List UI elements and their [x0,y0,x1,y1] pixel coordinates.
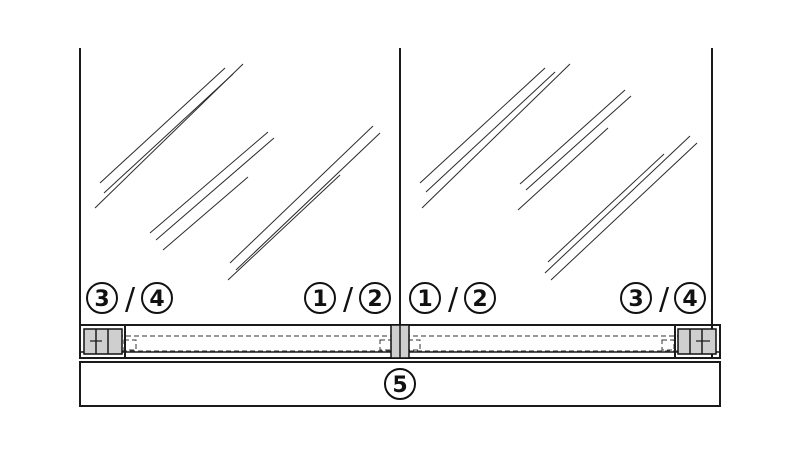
callout-left-3: 3 [94,287,109,312]
callout-left-separator: / [125,282,136,317]
callout-left-center-2: 2 [367,287,382,312]
callout-right-4: 4 [682,287,697,312]
callout-5: 5 [392,373,407,398]
callout-right-center-separator: / [448,282,459,317]
callout-right-center-1-2: 1 / 2 [409,282,496,317]
floor-guide [79,361,721,407]
left-end-fitting [79,324,126,359]
door-frame [79,48,713,358]
left-glass-panel-reflection [94,63,381,281]
callout-left-center-1: 1 [312,287,327,312]
callout-right-separator: / [659,282,670,317]
callout-left-center-separator: / [343,282,354,317]
callout-right-center-2: 2 [472,287,487,312]
callout-right-center-1: 1 [417,287,432,312]
center-fitting [390,324,410,359]
callout-floor-guide-5: 5 [384,368,416,400]
callout-left-center-1-2: 1 / 2 [304,282,391,317]
callout-right-3: 3 [628,287,643,312]
callout-right-3-4: 3 / 4 [620,282,706,317]
right-glass-panel-reflection [419,63,698,281]
right-end-fitting [674,324,721,359]
callout-left-3-4: 3 / 4 [86,282,173,317]
callout-left-4: 4 [149,287,164,312]
